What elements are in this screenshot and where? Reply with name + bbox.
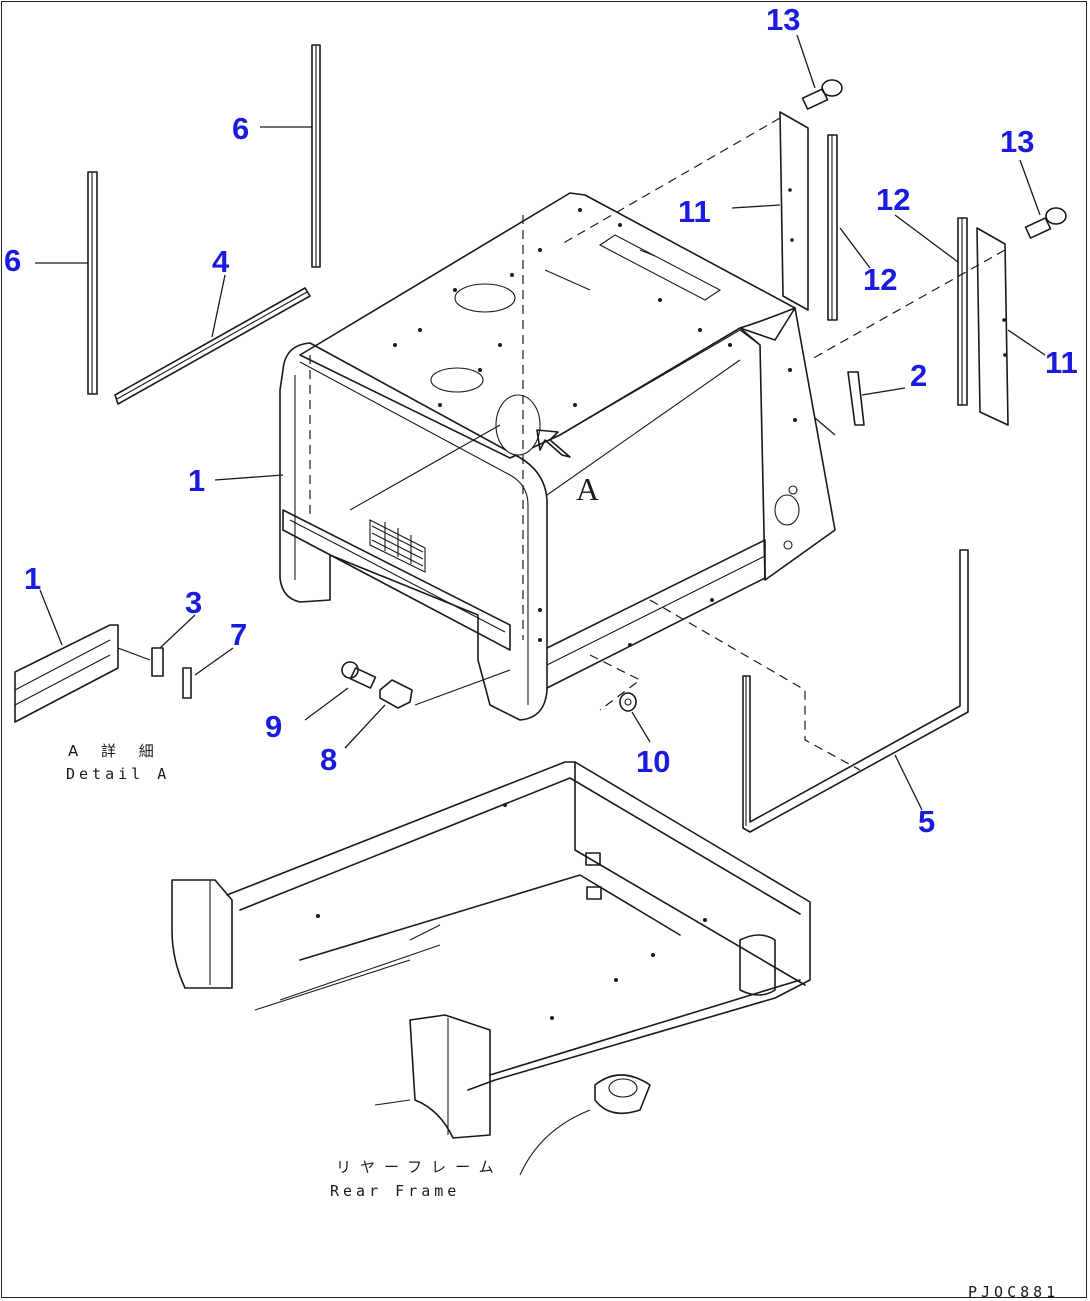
leader-lines [35,34,1046,811]
callout-8: 8 [320,742,337,777]
top-opening [430,367,484,393]
side-plate-11-left [779,111,809,311]
seal-strip-12-left [827,134,838,321]
detail-label-en: Detail A [66,765,170,783]
detail-a-view [14,624,192,723]
detail-a-circle [495,394,541,456]
callout-3: 3 [185,585,202,620]
clip-8 [379,679,413,709]
callout-labels: 13 13 6 6 4 11 12 12 11 2 1 1 3 7 9 8 10… [4,2,1078,839]
callout-12-left: 12 [876,182,910,217]
frame-label-jp: リヤーフレーム [336,1158,503,1176]
frame-label-en: Rear Frame [330,1182,460,1200]
rivet-dots [393,208,797,647]
callout-13-left: 13 [766,2,800,37]
pin-7 [182,667,192,699]
callout-5: 5 [918,804,935,839]
seal-strip-5 [742,549,969,833]
callout-10: 10 [636,744,670,779]
callout-7: 7 [230,617,247,652]
callout-11-right: 11 [1045,345,1078,380]
callout-9: 9 [265,709,282,744]
view-arrow-label: A [576,471,599,507]
rear-frame [171,761,811,1176]
top-opening [454,283,516,313]
callout-12-right: 12 [863,262,897,297]
seal-strip-6-right [311,44,321,268]
drawing-code: PJOC881 [968,1283,1059,1301]
assembly-lines [309,117,1006,771]
seal-strip-12-right [957,217,968,406]
engine-cover-assembly [279,192,836,721]
bolt-13-right [1024,207,1067,239]
callout-11-left: 11 [678,194,711,229]
spacer-3 [151,647,164,677]
callout-1-detail: 1 [24,561,41,596]
nut-10 [619,692,637,712]
callout-13-right: 13 [1000,124,1034,159]
callout-6-left: 6 [4,243,21,278]
callout-2: 2 [910,358,927,393]
detail-label-jp: A 詳 細 [68,742,163,760]
callout-4: 4 [212,244,230,279]
callout-1-main: 1 [188,463,205,498]
seal-strip-4 [114,287,311,405]
callout-6-right: 6 [232,111,249,146]
bolt-9 [341,661,377,689]
bracket-2 [847,371,865,426]
bolt-13-left [801,79,843,110]
view-a-arrow [536,429,571,458]
vent-grille [369,519,426,573]
side-plate-11-right [976,227,1009,426]
seal-strip-6-left [87,171,98,395]
